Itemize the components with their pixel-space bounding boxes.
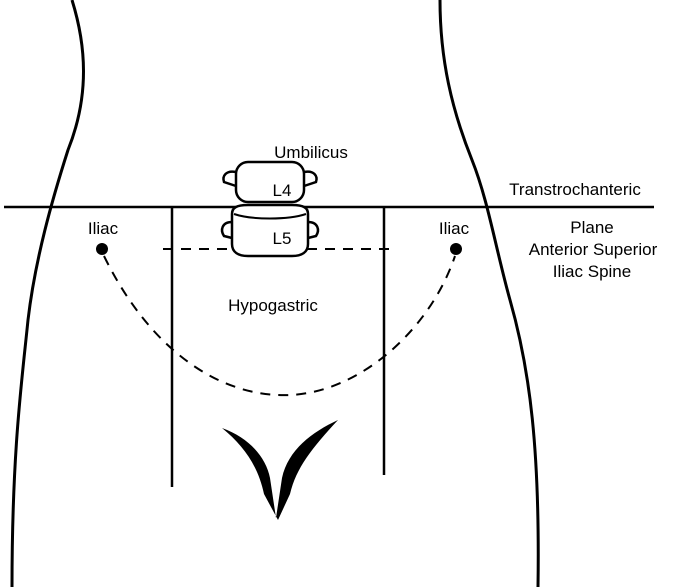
vertebra-l5: [222, 205, 318, 256]
plane-label: Plane: [570, 218, 613, 237]
body-outline-right: [440, 0, 538, 587]
iliac-spine-label: Iliac Spine: [553, 262, 631, 281]
pubic-region-silhouette: [222, 420, 338, 520]
umbilicus-label: Umbilicus: [274, 143, 348, 162]
l4-label: L4: [273, 181, 292, 200]
iliac-point-right: [450, 243, 462, 255]
iliac-point-left: [96, 243, 108, 255]
anterior-superior-label: Anterior Superior: [529, 240, 658, 259]
l5-label: L5: [273, 229, 292, 248]
iliac-dashed-arc: [104, 256, 455, 395]
transtrochanteric-label: Transtrochanteric: [509, 180, 641, 199]
iliac-left-label: Iliac: [88, 219, 119, 238]
body-outline-left: [12, 0, 84, 587]
hypogastric-label: Hypogastric: [228, 296, 318, 315]
vertebra-l4: [224, 162, 317, 202]
iliac-right-label: Iliac: [439, 219, 470, 238]
